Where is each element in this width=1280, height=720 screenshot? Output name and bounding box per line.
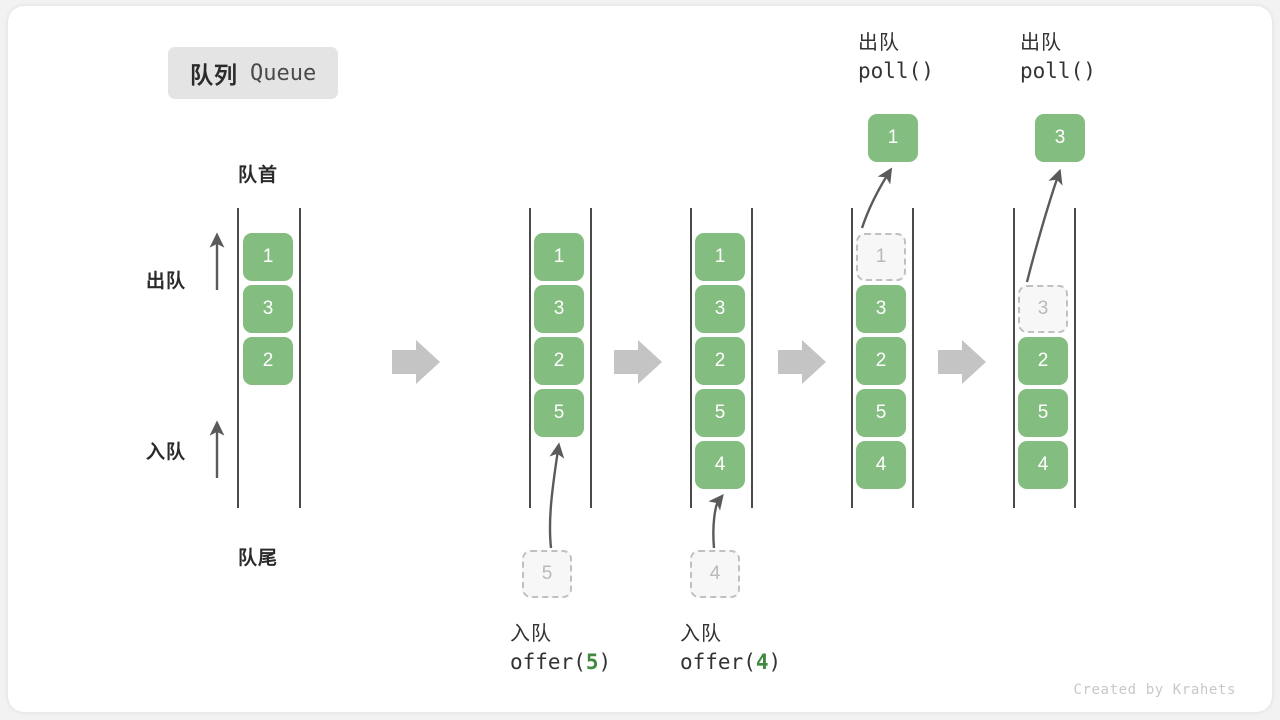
rail-right-col4 xyxy=(912,208,914,508)
queue-cell: 2 xyxy=(1018,337,1068,385)
queue-cell: 4 xyxy=(695,441,745,489)
queue-cell: 3 xyxy=(695,285,745,333)
rail-left-col4 xyxy=(851,208,853,508)
queue-cell: 2 xyxy=(695,337,745,385)
poll-3-caption-code: poll() xyxy=(1020,59,1096,83)
watermark: Created by Krahets xyxy=(1073,682,1236,698)
queue-cell-ghost: 3 xyxy=(1018,285,1068,333)
queue-cell-ghost: 1 xyxy=(856,233,906,281)
poll-3-caption-cn: 出队 xyxy=(1020,32,1062,54)
queue-cell: 4 xyxy=(1018,441,1068,489)
poll-3-caption: 出队 poll() xyxy=(1020,30,1096,85)
front-label: 队首 xyxy=(238,165,279,186)
offer-5-caption-code: offer(5) xyxy=(510,650,612,674)
offer-5-caption-cn: 入队 xyxy=(510,623,552,645)
queue-cell: 5 xyxy=(1018,389,1068,437)
queue-cell: 2 xyxy=(534,337,584,385)
queue-cell: 5 xyxy=(856,389,906,437)
offer-4-caption: 入队 offer(4) xyxy=(680,620,781,677)
diagram-title-chip: 队列 Queue xyxy=(168,47,339,99)
queue-cell: 1 xyxy=(695,233,745,281)
queue-cell: 2 xyxy=(243,337,293,385)
queue-cell: 1 xyxy=(243,233,293,281)
queue-cell: 1 xyxy=(534,233,584,281)
rail-left-col2 xyxy=(529,208,531,508)
incoming-cell-5: 5 xyxy=(522,550,572,598)
rail-right-col1 xyxy=(299,208,301,508)
queue-cell: 3 xyxy=(856,285,906,333)
rail-right-col2 xyxy=(590,208,592,508)
poll-1-caption-cn: 出队 xyxy=(858,32,900,54)
queue-cell: 3 xyxy=(243,285,293,333)
offer-4-caption-code: offer(4) xyxy=(680,650,782,674)
offer-5-caption: 入队 offer(5) xyxy=(510,620,611,677)
rail-left-col5 xyxy=(1013,208,1015,508)
poll-1-caption-code: poll() xyxy=(858,59,934,83)
rail-left-col3 xyxy=(690,208,692,508)
queue-cell: 3 xyxy=(534,285,584,333)
rail-right-col3 xyxy=(751,208,753,508)
popped-cell-3: 3 xyxy=(1035,114,1085,162)
incoming-cell-4: 4 xyxy=(690,550,740,598)
rail-left-col1 xyxy=(237,208,239,508)
rear-label: 队尾 xyxy=(238,548,279,569)
title-chinese: 队列 xyxy=(190,62,238,88)
diagram-card xyxy=(8,6,1272,712)
queue-cell: 5 xyxy=(534,389,584,437)
queue-cell: 2 xyxy=(856,337,906,385)
title-english: Queue xyxy=(250,60,317,86)
offer-4-caption-cn: 入队 xyxy=(680,623,722,645)
enqueue-direction-label: 入队 xyxy=(146,442,187,463)
queue-cell: 5 xyxy=(695,389,745,437)
queue-cell: 4 xyxy=(856,441,906,489)
poll-1-caption: 出队 poll() xyxy=(858,30,934,85)
rail-right-col5 xyxy=(1074,208,1076,508)
popped-cell-1: 1 xyxy=(868,114,918,162)
dequeue-direction-label: 出队 xyxy=(146,271,187,292)
